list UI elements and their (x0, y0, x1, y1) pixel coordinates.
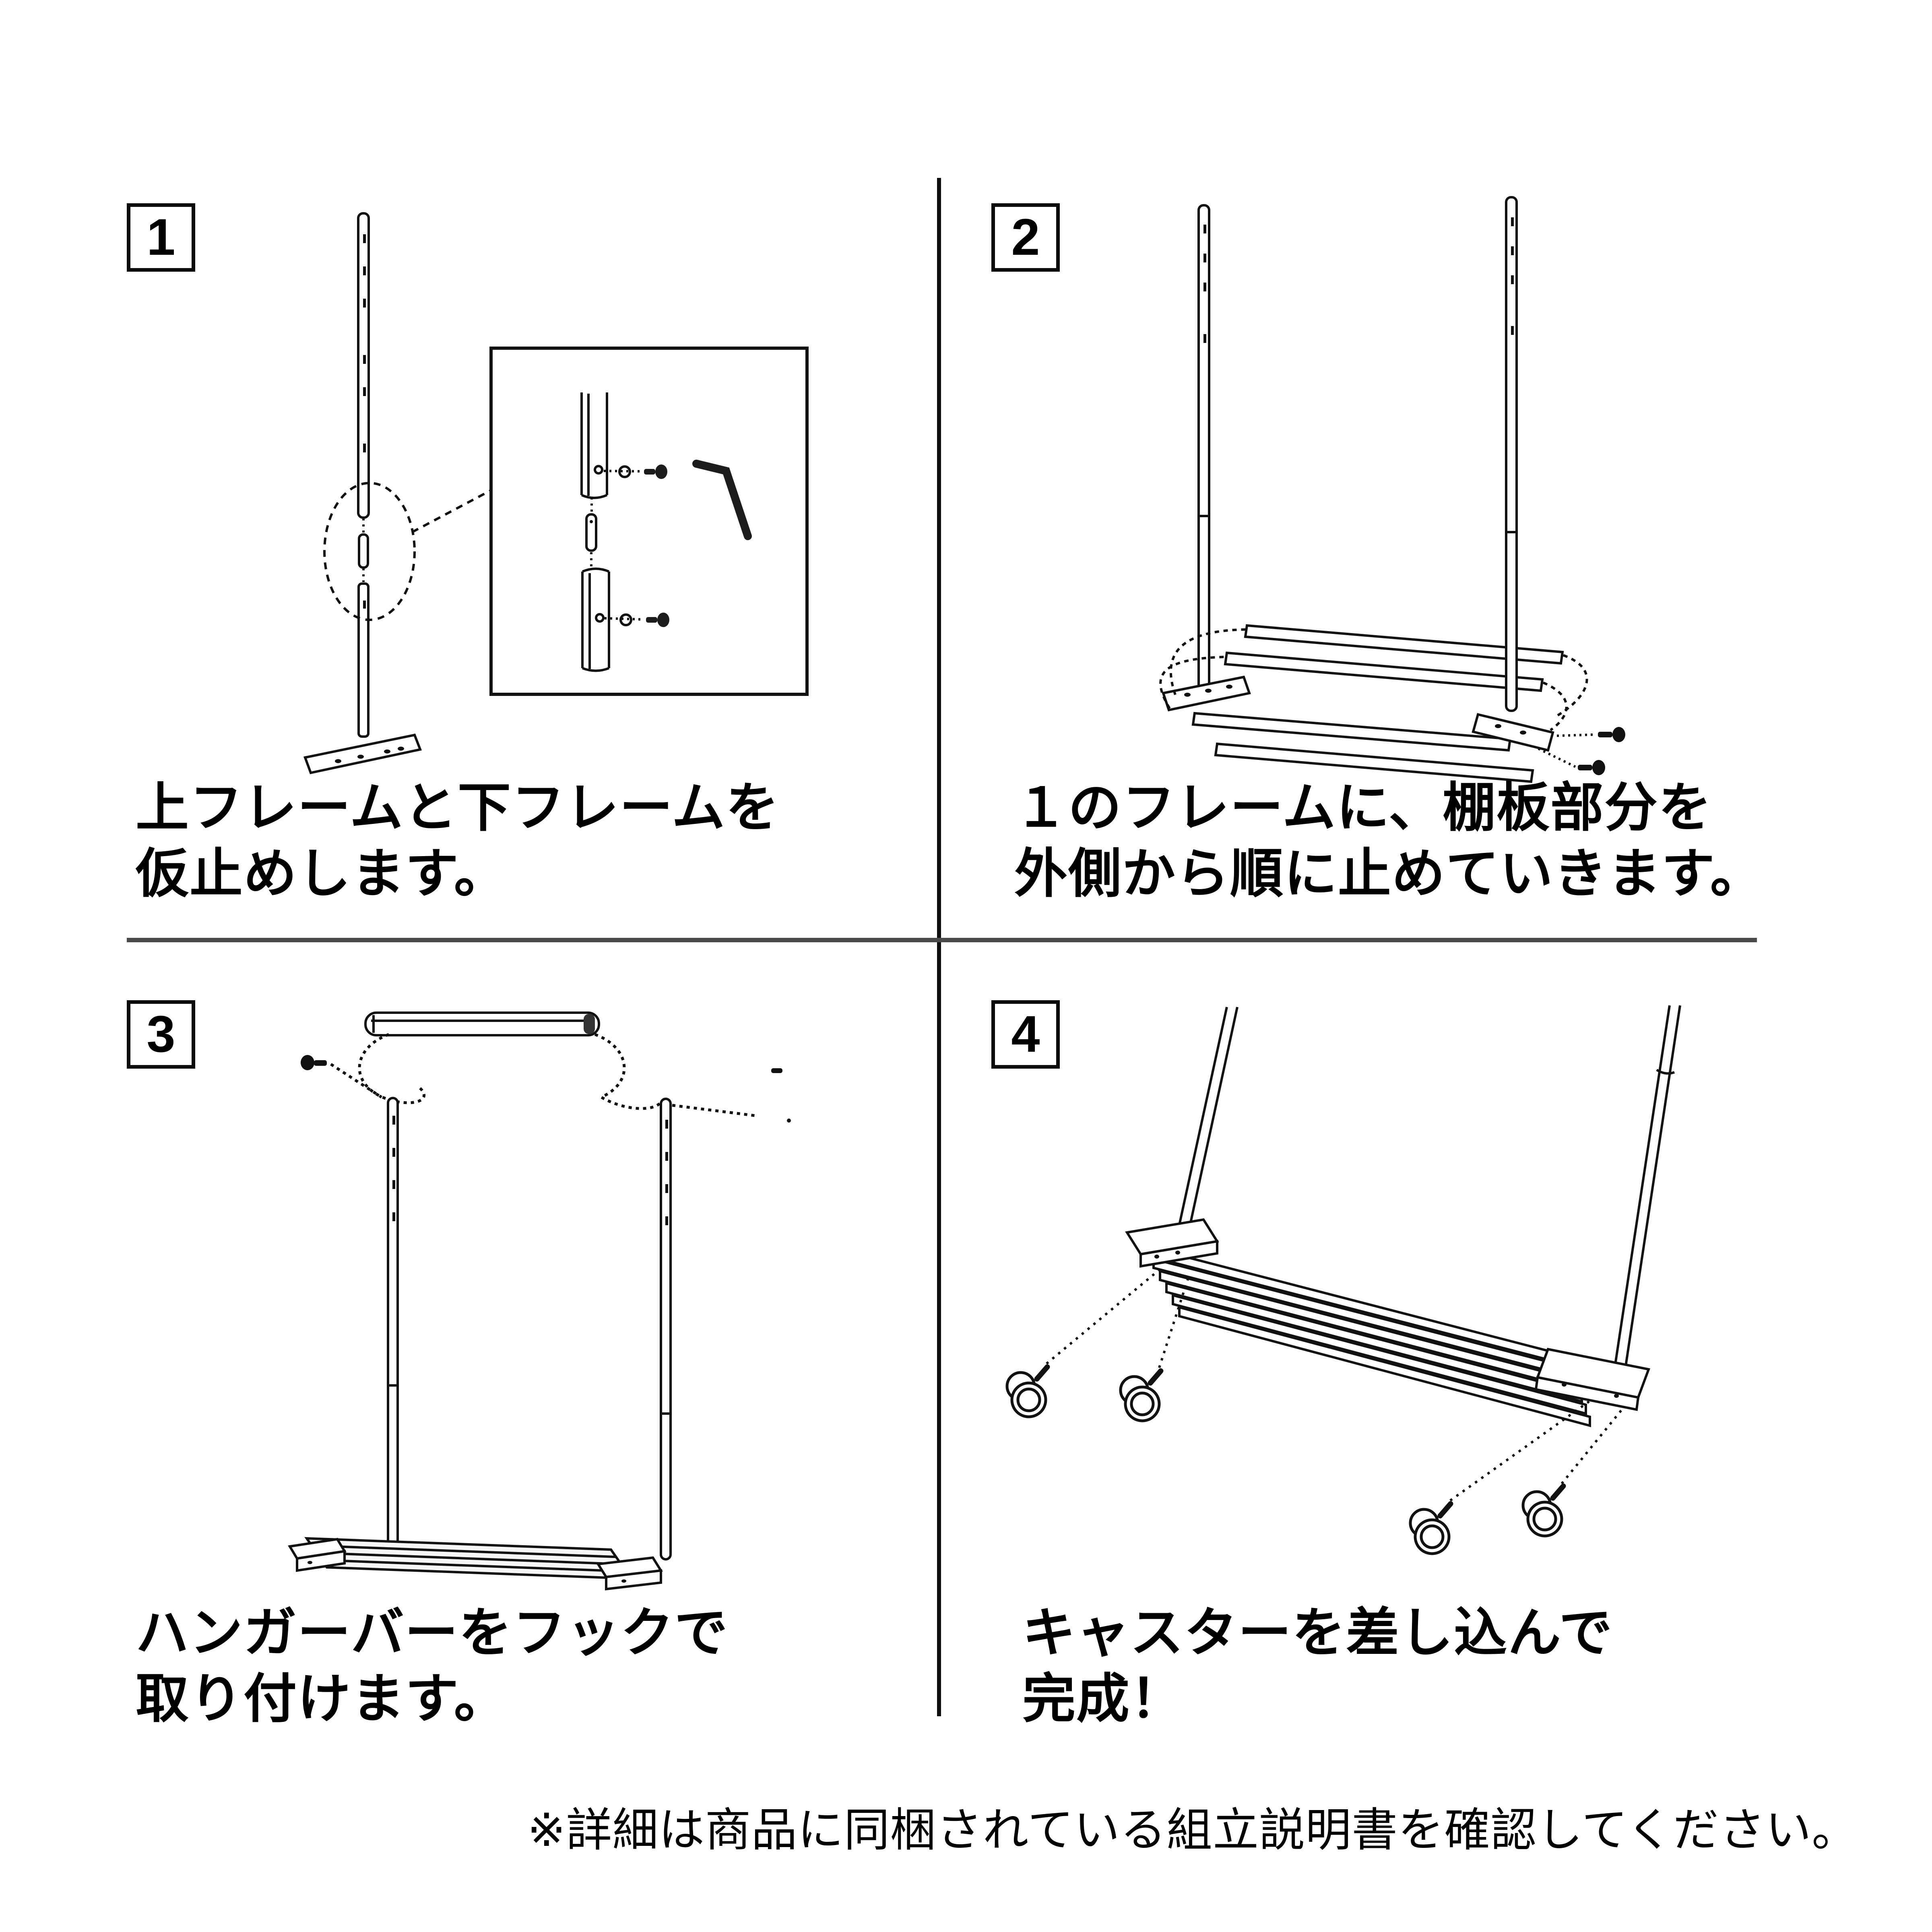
right-base-foot (596, 1556, 663, 1591)
left-t-foot (1162, 675, 1251, 712)
hook-screw-tip (771, 1068, 782, 1073)
shelf-slat (1178, 1306, 1591, 1427)
t-foot (303, 733, 422, 774)
step4-diagram (1005, 1005, 1681, 1555)
caster-icon (1409, 1501, 1453, 1555)
step2-caption-line2: 外側から順に止めていきます。 (1014, 844, 1764, 903)
screw-icon (1598, 727, 1625, 742)
shelf-slat (1244, 624, 1564, 665)
step3-caption-line2: 取り付けます。 (136, 1669, 508, 1728)
step3-caption-line1: ハンガーバーをフックで (136, 1603, 729, 1662)
hanger-bar (364, 1011, 600, 1036)
step4-caption-line2: 完成！ (1022, 1669, 1184, 1728)
step1-number-badge: 1 (127, 203, 195, 272)
step2-caption: １のフレームに、棚板部分を 外側から順に止めていきます。 (1014, 775, 1764, 907)
shelf-slat (1172, 1294, 1587, 1415)
horizontal-divider (127, 938, 1757, 942)
caster-icon (1119, 1368, 1164, 1422)
step2-number: 2 (1011, 208, 1040, 266)
step4-caption: キャスターを差し込んで 完成！ (1022, 1600, 1613, 1732)
step1-diagram (303, 212, 809, 774)
step2-number-badge: 2 (991, 203, 1060, 272)
shelf-slats (1191, 624, 1564, 783)
step4-number: 4 (1011, 1005, 1040, 1063)
step2-caption-line1: １のフレームに、棚板部分を (1014, 778, 1713, 837)
washer-icon (618, 465, 631, 478)
right-frame-pole (1611, 1005, 1681, 1385)
attachment-guide-curves (1159, 628, 1588, 731)
shelf-slat (1214, 742, 1534, 783)
dashed-focus-ellipse (323, 482, 416, 621)
screw-icon (644, 464, 667, 479)
vertical-divider (937, 178, 941, 1716)
step3-number-badge: 3 (127, 1000, 195, 1069)
washer-icon (619, 613, 632, 626)
detail-inset-box (489, 347, 809, 696)
inset-upper-tube (580, 392, 608, 499)
screw-icon (646, 613, 669, 627)
inset-connector-pin (585, 513, 597, 552)
lower-pole (357, 582, 369, 738)
caster-guide-lines (1046, 1267, 1622, 1502)
caster-icon (1521, 1483, 1566, 1538)
step1-caption-line1: 上フレームと下フレームを (136, 778, 780, 837)
step1-caption-line2: 仮止めします。 (136, 844, 508, 903)
base-shelf (304, 1537, 634, 1580)
shelf-slats (1146, 1245, 1591, 1427)
hook-screw-icon (301, 1055, 327, 1070)
left-frame-pole (1173, 1007, 1238, 1249)
right-frame-pole (1505, 196, 1518, 712)
inset-leader-line (411, 489, 492, 533)
step3-diagram (288, 1011, 791, 1591)
step3-number: 3 (147, 1005, 175, 1063)
right-base-foot (1534, 1348, 1651, 1411)
caster-icon (1005, 1364, 1050, 1418)
left-base-foot (288, 1538, 347, 1572)
upper-pole (357, 212, 370, 519)
step4-number-badge: 4 (991, 1000, 1060, 1069)
footnote: ※詳細は商品に同梱されている組立説明書を確認してください。 (527, 1805, 1858, 1856)
step4-caption-line1: キャスターを差し込んで (1022, 1603, 1613, 1662)
shelf-slat (1159, 1269, 1579, 1391)
shelf-slat (1224, 651, 1544, 692)
step2-diagram (1159, 196, 1625, 783)
connector-pin (358, 533, 369, 569)
hex-key-icon (692, 460, 752, 540)
left-frame-pole (1197, 204, 1210, 700)
right-t-foot (1472, 713, 1554, 752)
step1-caption: 上フレームと下フレームを 仮止めします。 (136, 775, 780, 907)
left-frame-pole (387, 1097, 399, 1548)
shelf-slat (1165, 1282, 1583, 1403)
right-frame-pole (660, 1098, 672, 1560)
shelf-slat (1191, 712, 1512, 752)
inset-lower-tube (581, 568, 610, 672)
hook-guide-loops (330, 1033, 756, 1117)
left-base-foot (1125, 1218, 1219, 1268)
screw-icon (1578, 760, 1605, 775)
step1-number: 1 (147, 208, 175, 266)
step3-caption: ハンガーバーをフックで 取り付けます。 (136, 1600, 729, 1732)
